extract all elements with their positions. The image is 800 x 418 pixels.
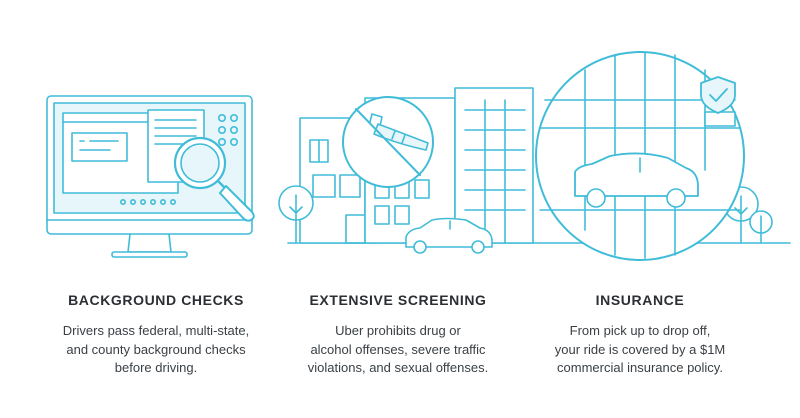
- feature-description: From pick up to drop off, your ride is c…: [554, 323, 726, 375]
- feature-title: EXTENSIVE SCREENING: [309, 292, 487, 308]
- feature-extensive-screening: EXTENSIVE SCREENING Uber prohibits drug …: [268, 292, 528, 378]
- feature-insurance: INSURANCE From pick up to drop off, your…: [510, 292, 770, 378]
- no-alcohol-icon: [342, 96, 434, 188]
- car-icon: [405, 217, 493, 254]
- feature-title: INSURANCE: [595, 292, 685, 308]
- feature-title: BACKGROUND CHECKS: [68, 292, 244, 308]
- feature-description: Drivers pass federal, multi-state, and c…: [62, 323, 250, 375]
- magnifier-icon: [173, 136, 255, 222]
- insurance-circle: [535, 51, 745, 261]
- illustration: [46, 51, 791, 261]
- shield-check-icon: [700, 76, 736, 127]
- feature-background-checks: BACKGROUND CHECKS Drivers pass federal, …: [26, 292, 286, 378]
- feature-description: Uber prohibits drug or alcohol offenses,…: [307, 323, 489, 375]
